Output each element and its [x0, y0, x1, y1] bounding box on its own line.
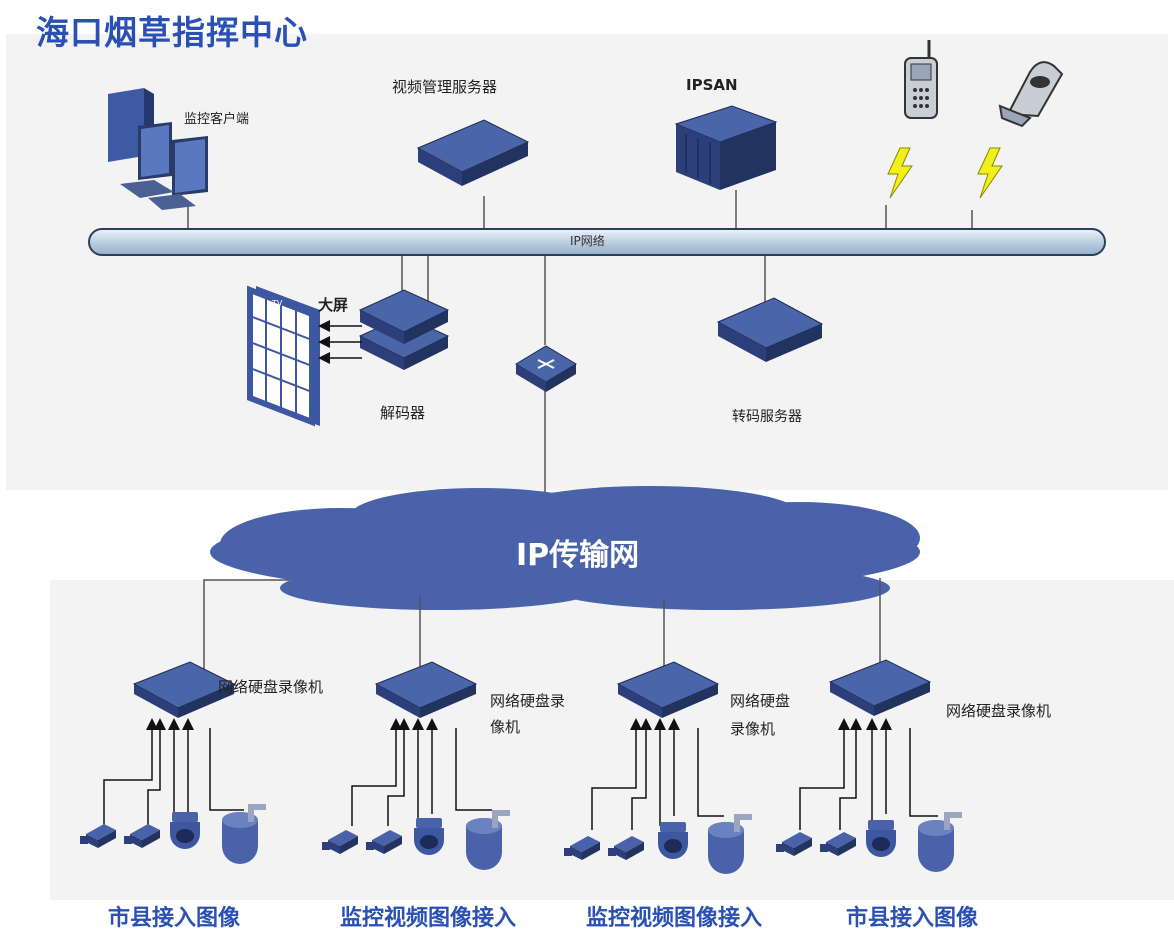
camera-icon — [322, 830, 358, 854]
camera-icon — [124, 824, 160, 848]
big-screen-label: 大屏 — [318, 296, 349, 314]
nvr-label-4: 网络硬盘录像机 — [946, 702, 1052, 720]
lightning-icon — [977, 147, 1003, 199]
dome-camera-icon — [708, 814, 752, 874]
phone-icon — [904, 40, 938, 119]
flip-phone-icon — [998, 61, 1064, 128]
page-title: 海口烟草指挥中心 — [36, 13, 308, 52]
camera-icon — [776, 832, 812, 856]
ip-network-bus — [88, 228, 1106, 256]
monitor-client-label: 监控客户端 — [184, 112, 250, 127]
switch-icon — [515, 345, 577, 392]
bottom-label-3: 监控视频图像接入 — [586, 906, 763, 931]
dome-camera-icon — [918, 812, 962, 872]
cloud-label: IP传输网 — [516, 538, 640, 573]
nvr-group-4 — [799, 659, 938, 830]
nvr-label-3a: 网络硬盘 — [730, 692, 791, 710]
camera-icon — [366, 830, 402, 854]
decoder-arrows — [318, 320, 362, 364]
bottom-label-1: 市县接入图像 — [108, 906, 241, 931]
bottom-label-2: 监控视频图像接入 — [340, 906, 517, 931]
camera-icon — [820, 832, 856, 856]
decoder-icon — [358, 289, 450, 370]
dome-camera-icon — [658, 822, 688, 859]
lightning-icon — [887, 147, 913, 199]
camera-icon — [564, 836, 600, 860]
dome-camera-icon — [866, 820, 896, 857]
dome-camera-icon — [466, 810, 510, 870]
nvr-label-1: 网络硬盘录像机 — [218, 678, 324, 696]
cloud-links — [203, 578, 881, 672]
ipsan-label: IPSAN — [686, 76, 738, 94]
bottom-label-4: 市县接入图像 — [846, 906, 979, 931]
dome-camera-icon — [170, 812, 200, 849]
nvr-label-2a: 网络硬盘录 — [490, 692, 566, 710]
transcoder-label: 转码服务器 — [732, 409, 802, 425]
transcoder-icon — [716, 297, 824, 362]
ip-cloud — [210, 486, 920, 610]
tv-wall-icon: TV — [247, 285, 320, 427]
svg-text:TV: TV — [271, 299, 283, 308]
pc-icon — [108, 88, 208, 210]
nvr-label-2b: 像机 — [490, 718, 521, 736]
center-background — [6, 34, 1168, 490]
camera-icon — [80, 824, 116, 848]
dome-camera-icon — [222, 804, 266, 864]
nvr-group-3 — [591, 661, 724, 830]
nvr-label-3b: 录像机 — [730, 720, 776, 738]
bus-links — [187, 190, 973, 500]
bus-label: IP网络 — [570, 234, 605, 248]
server-icon — [416, 119, 530, 186]
dome-camera-icon — [414, 818, 444, 855]
storage-icon — [674, 105, 778, 190]
nvr-group-2 — [351, 661, 492, 826]
camera-icon — [608, 836, 644, 860]
decoder-label: 解码器 — [380, 404, 426, 422]
video-server-label: 视频管理服务器 — [392, 78, 498, 96]
nvr-group-1 — [103, 661, 244, 826]
